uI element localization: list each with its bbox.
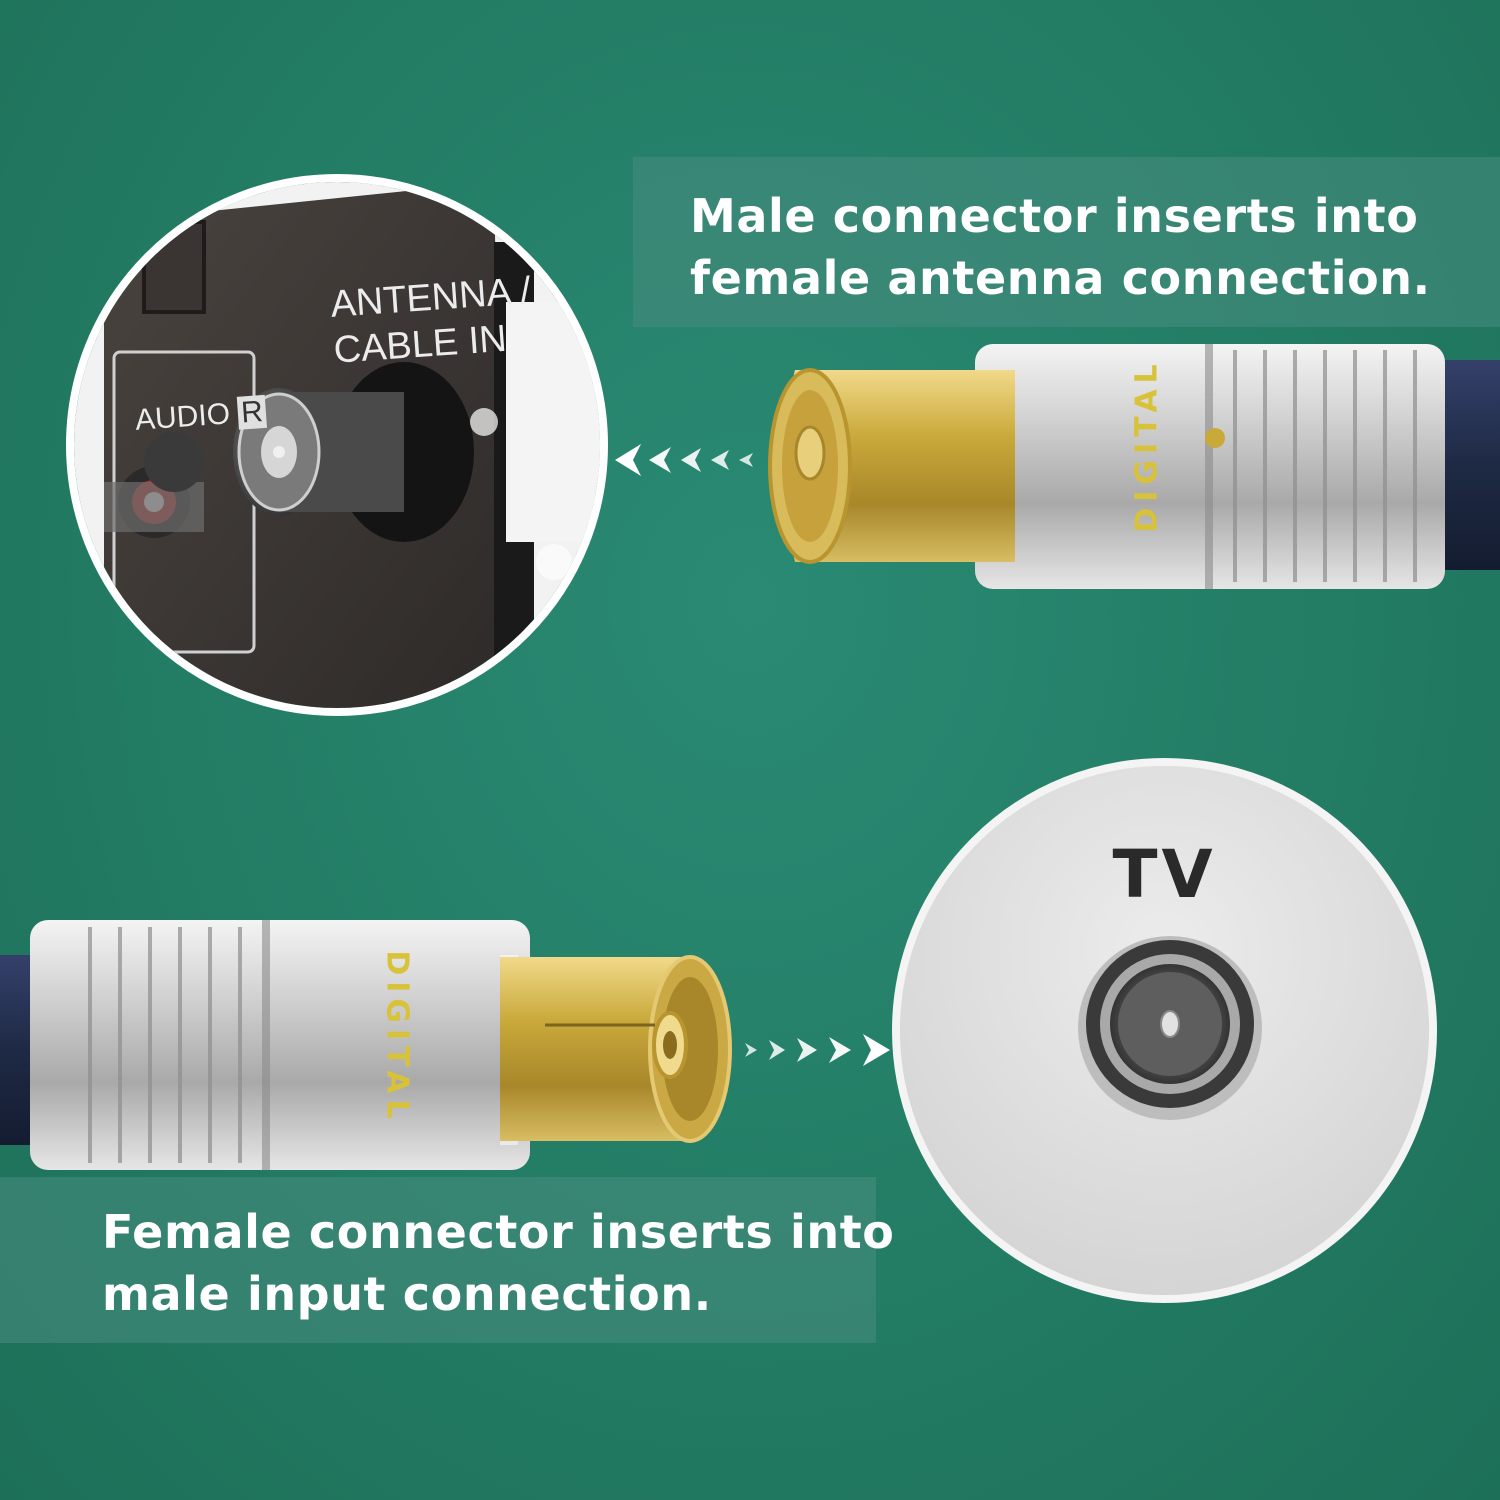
caption-bottom-box: Female connector inserts into male input… <box>0 1177 895 1343</box>
tv-socket-illustration <box>900 766 1429 1295</box>
audio-label-text: AUDIO <box>134 397 232 437</box>
tv-socket-label: TV <box>1112 836 1217 913</box>
brand-text-top: DIGITAL <box>1129 358 1165 533</box>
antenna-panel-closeup: ANTENNA / CABLE IN AUDIO R <box>66 174 608 716</box>
caption-top-line-1: Male connector inserts into <box>690 189 1419 243</box>
caption-bottom-line-2: male input connection. <box>102 1267 712 1321</box>
brand-text-bottom: DIGITAL <box>379 950 415 1125</box>
audio-channel-text: R <box>237 394 268 430</box>
tv-socket-closeup: TV <box>892 758 1437 1303</box>
antenna-cable-in-label: ANTENNA / CABLE IN <box>329 268 536 374</box>
caption-bottom-line-1: Female connector inserts into <box>102 1205 895 1259</box>
caption-top-line-2: female antenna connection. <box>690 251 1431 305</box>
chevron-right-icon <box>745 1034 890 1066</box>
male-connector <box>768 344 1500 589</box>
caption-top-box: Male connector inserts into female anten… <box>633 157 1500 327</box>
antenna-panel-illustration <box>74 182 600 708</box>
chevron-left-icon <box>615 444 753 476</box>
female-connector <box>0 920 732 1170</box>
